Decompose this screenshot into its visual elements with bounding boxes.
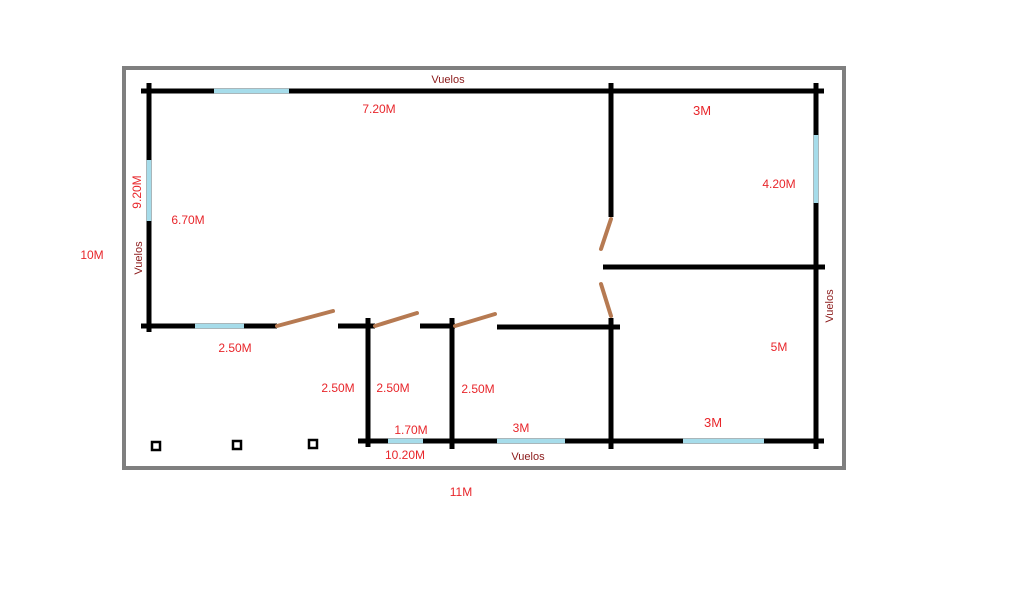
top-vuelos-label: Vuelos (431, 74, 465, 86)
door-1 (275, 309, 335, 328)
room3-width-label: 3M (513, 421, 530, 435)
windows (146, 88, 819, 444)
bottom-vuelos-label: Vuelos (511, 451, 545, 463)
door-3 (453, 312, 497, 328)
site-boundary (122, 66, 846, 470)
post (231, 439, 243, 451)
main-room-depth-label: 6.70M (171, 213, 204, 227)
door-4 (599, 217, 613, 251)
back-room-width-label: 3M (704, 415, 722, 430)
overall-width-label: 11M (450, 485, 472, 499)
door-2 (373, 311, 419, 328)
room3-depth-label: 2.50M (461, 382, 494, 396)
right-vuelos-label: Vuelos (824, 289, 836, 323)
posts (150, 438, 319, 452)
overall-height-label: 10M (80, 248, 103, 262)
door-5 (599, 282, 613, 318)
back-room-depth-label: 5M (771, 340, 788, 354)
bottom-wall-length-label: 10.20M (385, 448, 425, 462)
front-room-width-label: 3M (693, 103, 711, 118)
left-vuelos-label: Vuelos (133, 241, 145, 275)
front-room-depth-label: 4.20M (762, 177, 795, 191)
room1-depth-label: 2.50M (321, 381, 354, 395)
left-wall-length-label: 9.20M (130, 175, 144, 208)
post (307, 438, 319, 450)
main-room-width-label: 7.20M (362, 102, 395, 116)
doors (275, 217, 613, 328)
post (150, 440, 162, 452)
room2-width-label: 1.70M (394, 423, 427, 437)
room2-depth-label: 2.50M (376, 381, 409, 395)
left-segment-label: 2.50M (218, 341, 251, 355)
